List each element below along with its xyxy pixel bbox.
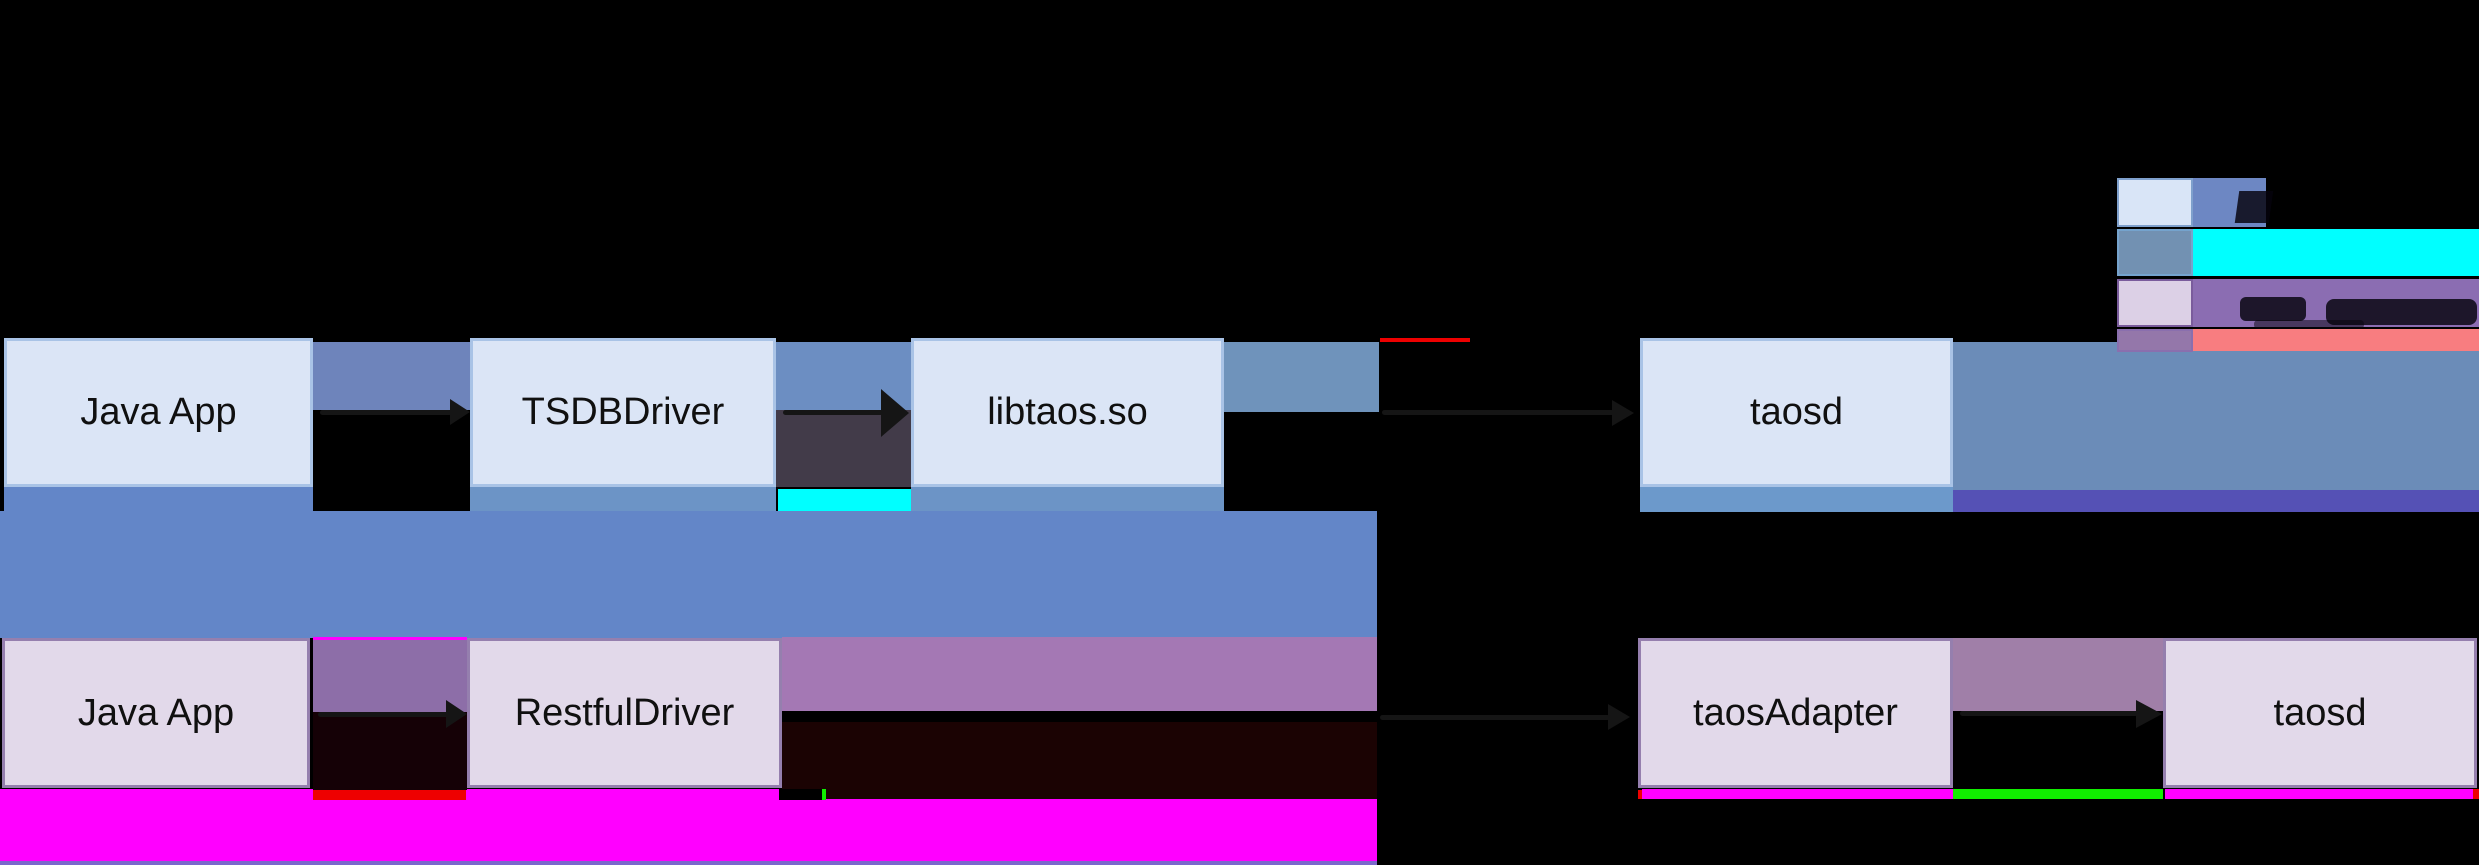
arrow-libtaos-to-taosd <box>1382 410 1614 415</box>
arrowhead-taosadapter-to-taosd <box>2136 700 2162 728</box>
arrow-taosadapter-to-taosd <box>1960 711 2138 716</box>
red-line-top <box>1380 338 1470 342</box>
legend-bar-salmon <box>2193 329 2479 351</box>
band-dark-maroon <box>782 722 1377 799</box>
box-java-app-rest: Java App <box>2 638 310 788</box>
violet-bottom-edge <box>0 861 1377 865</box>
arrow-tsdbdriver-to-libtaos <box>783 410 883 415</box>
strip-under-java-app <box>4 486 313 512</box>
legend-bar-cyan <box>2193 229 2479 276</box>
magenta-strip-under-taosd <box>2165 789 2473 799</box>
legend-ghost-text-4 <box>2254 320 2364 329</box>
band-rest-gap1 <box>313 640 467 712</box>
arrow-javaapp-to-tsdbdriver <box>320 410 452 415</box>
red-sliver-right-edge <box>2473 789 2479 799</box>
green-sliver <box>822 789 826 800</box>
arrow-restfuldriver-to-taosadapter <box>1380 715 1610 720</box>
box-taosadapter-label: taosAdapter <box>1693 691 1898 734</box>
red-strip-bottom-left <box>313 790 466 800</box>
box-java-app-rest-label: Java App <box>77 691 235 734</box>
box-taosd-jni: taosd <box>1640 338 1953 487</box>
box-java-app-jni: Java App <box>4 338 313 487</box>
legend-ghost-text-2 <box>2240 297 2306 321</box>
arrowhead-javaapp-to-restfuldriver <box>446 700 467 728</box>
box-libtaos-label: libtaos.so <box>987 391 1148 433</box>
box-tsdbdriver-label: TSDBDriver <box>521 391 725 433</box>
box-java-app-jni-label: Java App <box>80 391 237 433</box>
strip-under-tsdbdriver <box>470 487 776 512</box>
legend-swatch-steel <box>2117 229 2193 276</box>
band-purple-rest <box>782 637 1377 711</box>
band-jni-gap1 <box>313 342 470 410</box>
legend-swatch-rest <box>2117 279 2193 327</box>
legend-swatch-purple <box>2117 329 2193 352</box>
arrowhead-restfuldriver-to-taosadapter <box>1608 704 1630 730</box>
magenta-strip-under-adapter <box>1642 789 1953 799</box>
strip-under-taosd <box>1640 487 1953 512</box>
arrowhead-javaapp-to-tsdbdriver <box>450 399 470 425</box>
strip-violet-right <box>1953 490 2479 512</box>
box-restfuldriver-label: RestfulDriver <box>514 691 735 734</box>
legend-ghost-text-1 <box>2234 191 2274 223</box>
strip-under-libtaos <box>911 487 1224 512</box>
band-rest-gap2 <box>1953 638 2163 711</box>
red-sliver-adapter <box>1638 790 1642 799</box>
band-steel-right-of-libtaos <box>1224 342 1379 412</box>
box-restfuldriver: RestfulDriver <box>467 638 782 788</box>
band-rest-gap1-dark <box>313 712 467 790</box>
box-taosadapter: taosAdapter <box>1638 638 1953 788</box>
black-notch <box>779 789 822 800</box>
band-steel-right <box>1953 342 2479 490</box>
box-taosd-jni-label: taosd <box>1750 391 1843 433</box>
box-libtaos: libtaos.so <box>911 338 1224 487</box>
green-strip-under-gap <box>1953 789 2163 799</box>
arrowhead-libtaos-to-taosd <box>1612 400 1634 426</box>
box-tsdbdriver: TSDBDriver <box>470 338 776 487</box>
magenta-band-bottom <box>0 789 1377 861</box>
band-big-blue <box>0 511 1377 638</box>
strip-cyan-highlight <box>778 489 911 512</box>
box-taosd-rest: taosd <box>2163 638 2477 788</box>
arrowhead-tsdbdriver-to-libtaos <box>881 389 909 437</box>
arrow-javaapp-to-restfuldriver <box>318 712 450 717</box>
box-taosd-rest-label: taosd <box>2273 691 2367 734</box>
legend-swatch-jni <box>2117 178 2193 227</box>
magenta-line-gap3 <box>313 637 467 640</box>
